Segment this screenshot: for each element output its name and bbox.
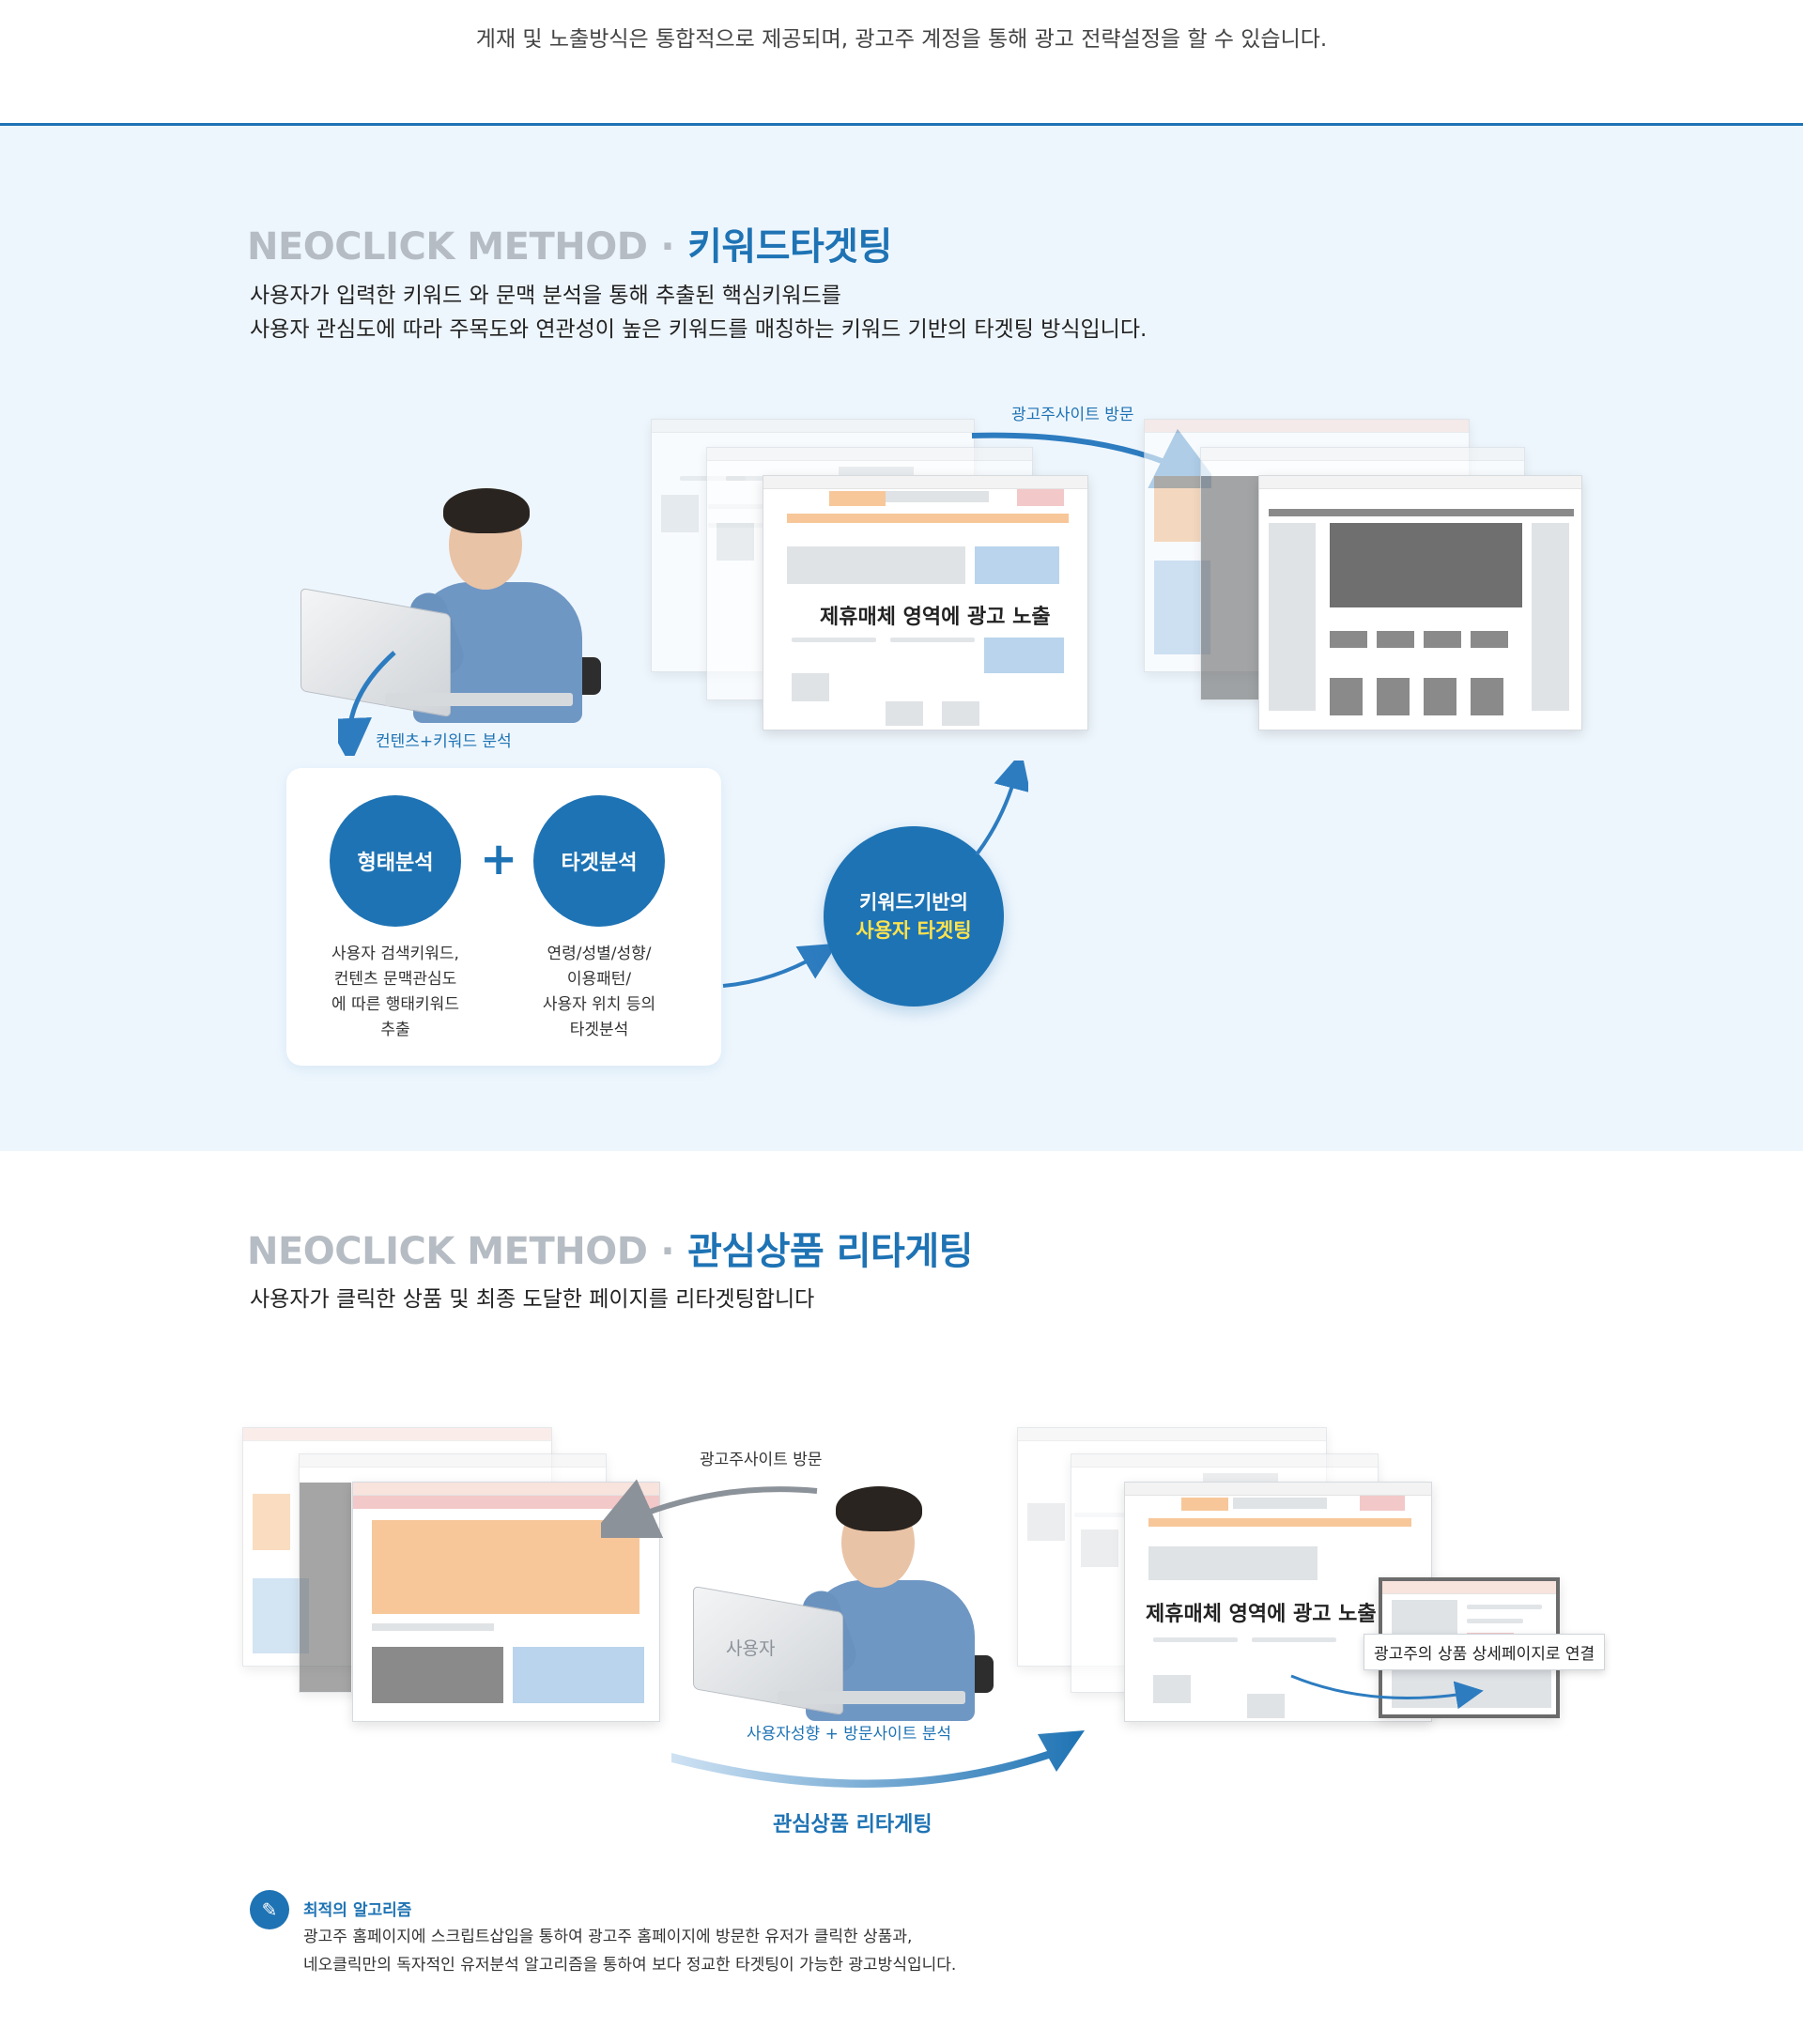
plus-sign: +: [480, 833, 518, 885]
retargeting-caption: 관심상품 리타게팅: [773, 1813, 932, 1837]
laptop-base: [385, 693, 573, 706]
user-analysis-caption: 사용자성향 + 방문사이트 분석: [747, 1725, 952, 1744]
user-hair-2: [836, 1486, 922, 1531]
top-note: 게재 및 노출방식은 통합적으로 제공되며, 광고주 계정을 통해 광고 전략설…: [475, 27, 1328, 52]
retargeting-arrow: [671, 1730, 1085, 1789]
top-divider: [0, 123, 1803, 126]
algorithm-title: 최적의 알고리즘: [303, 1901, 412, 1920]
title-separator: ·: [660, 225, 675, 269]
laptop-base-2: [778, 1691, 965, 1704]
algorithm-description: 광고주 홈페이지에 스크립트삽입을 통하여 광고주 홈페이지에 방문한 유저가 …: [303, 1923, 956, 1979]
title-keyword: 키워드타겟팅: [687, 225, 892, 269]
affiliate-screenshot-front: 제휴매체 영역에 광고 노출: [763, 475, 1088, 730]
title-method: NEOCLICK METHOD: [247, 225, 648, 269]
flow-arrow-to-result: [722, 943, 831, 988]
desc-line-2: 사용자 관심도에 따라 주목도와 연관성이 높은 키워드를 매칭하는 키워드 기…: [250, 317, 1148, 342]
desc-line-1: 사용자가 입력한 키워드 와 문맥 분석을 통해 추출된 핵심키워드를: [250, 284, 841, 308]
user-label: 사용자: [726, 1638, 776, 1659]
user-hair: [443, 488, 530, 533]
analysis-arrow: [338, 651, 396, 756]
algorithm-desc-line-2: 네오클릭만의 독자적인 유저분석 알고리즘을 통하여 보다 정교한 타겟팅이 가…: [303, 1956, 957, 1975]
section-title-retargeting: NEOCLICK METHOD · 관심상품 리타게팅: [247, 1221, 973, 1275]
target-analysis-desc: 연령/성별/성향/ 이용패턴/ 사용자 위치 등의 타겟분석: [542, 945, 656, 1039]
analysis-caption: 컨텐츠+키워드 분석: [376, 732, 512, 751]
algorithm-desc-line-1: 광고주 홈페이지에 스크립트삽입을 통하여 광고주 홈페이지에 방문한 유저가 …: [303, 1928, 913, 1946]
visit-caption: 광고주사이트 방문: [1011, 406, 1134, 424]
user-illustration: [300, 479, 610, 723]
affiliate-ad-label: 제휴매체 영역에 광고 노출: [820, 606, 1051, 629]
user-illustration-2: [693, 1477, 1003, 1721]
result-line-2: 사용자 타겟팅: [855, 919, 972, 942]
detail-link-arrow: [1290, 1674, 1484, 1710]
section-title-keyword-targeting: NEOCLICK METHOD · 키워드타겟팅: [247, 216, 892, 270]
morph-analysis-circle: 형태분석: [330, 795, 461, 927]
advertiser-screenshot-front: [1258, 475, 1582, 730]
pencil-icon: ✎: [250, 1890, 289, 1929]
section-description: 사용자가 입력한 키워드 와 문맥 분석을 통해 추출된 핵심키워드를 사용자 …: [250, 279, 1147, 346]
morph-analysis-desc: 사용자 검색키워드, 컨텐츠 문맥관심도 에 따른 행태키워드 추출: [331, 945, 459, 1039]
result-line-1: 키워드기반의: [859, 891, 968, 914]
target-analysis-circle: 타겟분석: [533, 795, 665, 927]
title-keyword-2: 관심상품 리타게팅: [687, 1230, 973, 1273]
retargeting-description: 사용자가 클릭한 상품 및 최종 도달한 페이지를 리타겟팅합니다: [250, 1287, 815, 1312]
visit-arrow-2: [601, 1479, 818, 1538]
title-method-2: NEOCLICK METHOD: [247, 1230, 648, 1273]
title-separator-2: ·: [660, 1230, 675, 1273]
result-to-affiliate-arrow: [975, 761, 1028, 856]
keyword-targeting-result-circle: 키워드기반의 사용자 타겟팅: [824, 826, 1004, 1007]
detail-page-callout: 광고주의 상품 상세페이지로 연결: [1364, 1634, 1606, 1670]
visit-caption-2: 광고주사이트 방문: [700, 1451, 823, 1469]
affiliate-ad-label-2: 제휴매체 영역에 광고 노출: [1146, 1603, 1377, 1626]
